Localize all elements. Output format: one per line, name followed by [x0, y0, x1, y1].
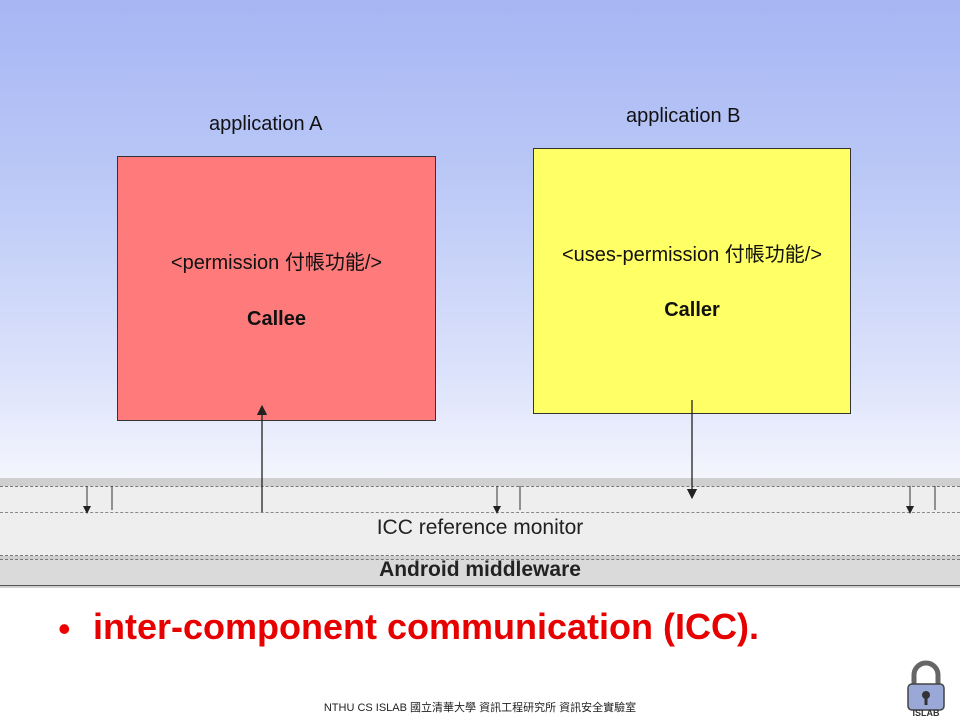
bullet-marker: •: [58, 608, 71, 649]
app-a-label: application A: [209, 113, 323, 135]
caller-box: <uses-permission 付帳功能/> Caller: [533, 148, 851, 414]
callee-role: Callee: [247, 308, 306, 330]
logo-text: ISLAB: [913, 708, 941, 717]
middleware-label: Android middleware: [379, 558, 581, 581]
band-divider: [0, 512, 960, 513]
lock-icon: [907, 660, 945, 711]
uses-permission-declaration: <uses-permission 付帳功能/>: [561, 244, 823, 266]
islab-logo: ISLAB: [907, 660, 945, 717]
callee-box: <permission 付帳功能/> Callee: [117, 156, 436, 421]
icc-bullet-text: inter-component communication (ICC).: [93, 606, 759, 647]
app-b-label: application B: [626, 105, 741, 127]
icc-monitor-label: ICC reference monitor: [376, 516, 584, 539]
middleware-band: [0, 559, 960, 586]
caller-role: Caller: [664, 299, 720, 321]
permission-declaration: <permission 付帳功能/>: [170, 252, 383, 274]
icc-monitor-band: [0, 486, 960, 556]
footer-text: NTHU CS ISLAB 國立清華大學 資訊工程研究所 資訊安全實驗室: [323, 702, 637, 714]
